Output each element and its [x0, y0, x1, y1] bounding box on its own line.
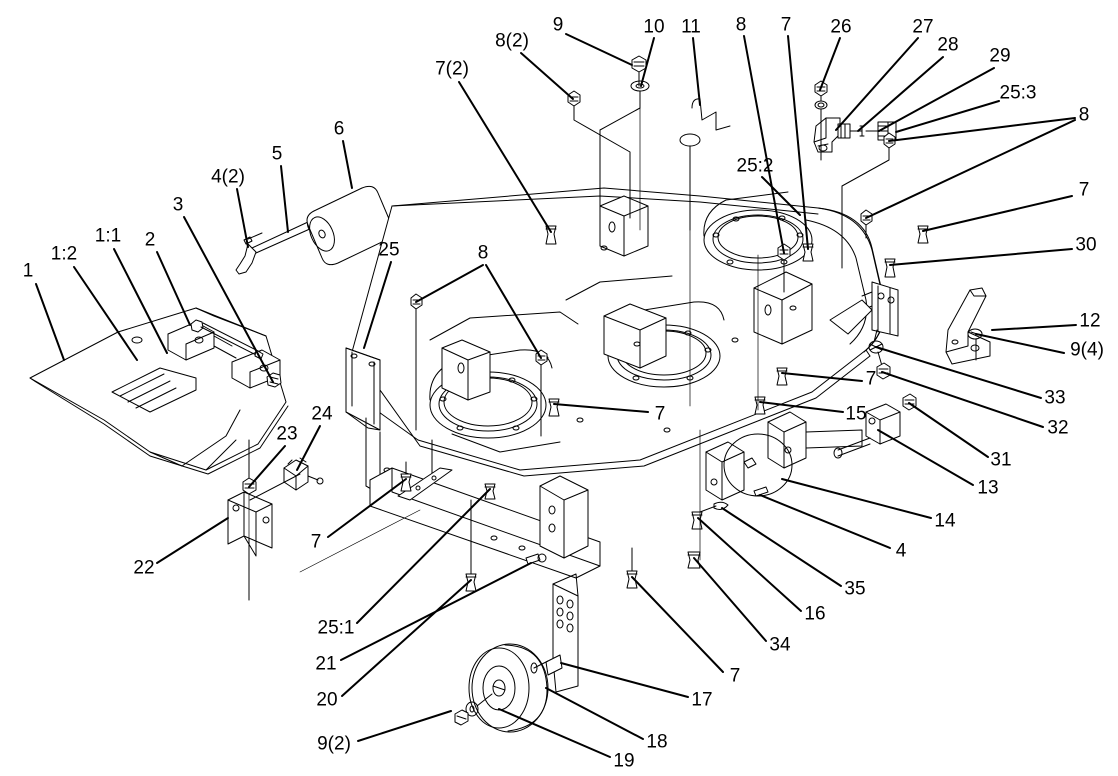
callout-7-low: 7	[729, 665, 741, 687]
callout-31: 31	[990, 449, 1012, 471]
callout-20: 20	[316, 689, 338, 711]
callout-18: 18	[646, 731, 668, 753]
leader-lines	[35, 33, 1077, 758]
electrical-connector-assembly	[813, 117, 897, 153]
callout-9-2: 9(2)	[317, 733, 351, 755]
cotter-pin-4	[243, 232, 263, 245]
callout-7-right: 7	[1078, 179, 1090, 201]
callout-28: 28	[937, 34, 959, 56]
callout-26: 26	[830, 16, 852, 38]
callout-10: 10	[643, 16, 665, 38]
callout-19: 19	[613, 750, 635, 772]
callout-6: 6	[333, 118, 345, 140]
callout-7-top: 7	[780, 14, 792, 36]
callout-7-2: 7(2)	[435, 58, 469, 80]
callout-8-right: 8	[1078, 104, 1090, 126]
roller-bracket-assembly	[705, 403, 901, 501]
callout-2: 2	[144, 229, 156, 251]
callout-35: 35	[844, 578, 866, 600]
callout-25: 25	[378, 239, 400, 261]
callout-16: 16	[804, 603, 826, 625]
callout-22: 22	[133, 557, 155, 579]
callout-34: 34	[769, 634, 791, 656]
callout-4: 4(2)	[211, 166, 245, 188]
callout-11: 11	[681, 16, 701, 38]
mower-deck-housing	[345, 187, 886, 507]
callout-25-2: 25:2	[736, 155, 774, 177]
callout-9: 9	[552, 14, 564, 36]
caster-wheel-18	[468, 643, 549, 733]
bracket-22	[227, 473, 301, 557]
callout-13: 13	[977, 477, 999, 499]
callout-3: 3	[172, 194, 184, 216]
callout-8-2: 8(2)	[495, 30, 529, 52]
callout-27: 27	[912, 16, 934, 38]
callout-8-top: 8	[735, 14, 747, 36]
construction-lines	[248, 90, 759, 601]
callout-32: 32	[1047, 417, 1069, 439]
callout-24: 24	[311, 403, 333, 425]
callout-1: 1	[22, 260, 34, 282]
callout-4-mid: 4	[895, 540, 907, 562]
hardware-fasteners	[242, 55, 977, 601]
callout-33: 33	[1044, 387, 1066, 409]
caster-mount-plate	[539, 475, 589, 559]
callout-1-1: 1:1	[94, 225, 122, 247]
callout-1-2: 1:2	[50, 243, 78, 265]
callout-17: 17	[691, 689, 713, 711]
callout-25-3: 25:3	[999, 82, 1037, 104]
callout-12: 12	[1079, 310, 1101, 332]
callout-29: 29	[989, 45, 1011, 67]
rear-mount-bracket	[829, 281, 899, 337]
callout-25-1: 25:1	[317, 617, 355, 639]
callout-14: 14	[934, 510, 956, 532]
callout-21: 21	[315, 653, 337, 675]
callout-15: 15	[845, 403, 867, 425]
callout-7-left: 7	[310, 531, 322, 553]
callout-7-deck: 7	[654, 403, 666, 425]
callout-7-mid: 7	[865, 368, 877, 390]
callout-23: 23	[276, 423, 298, 445]
callout-5: 5	[271, 143, 283, 165]
callout-8-mid: 8	[477, 242, 489, 264]
callout-9-4: 9(4)	[1070, 339, 1104, 361]
anti-scalp-bracket-12	[945, 287, 991, 365]
callout-30: 30	[1075, 234, 1097, 256]
caster-hardware	[454, 693, 493, 726]
caster-fork-17	[530, 573, 579, 693]
deflector-shield	[29, 307, 289, 475]
